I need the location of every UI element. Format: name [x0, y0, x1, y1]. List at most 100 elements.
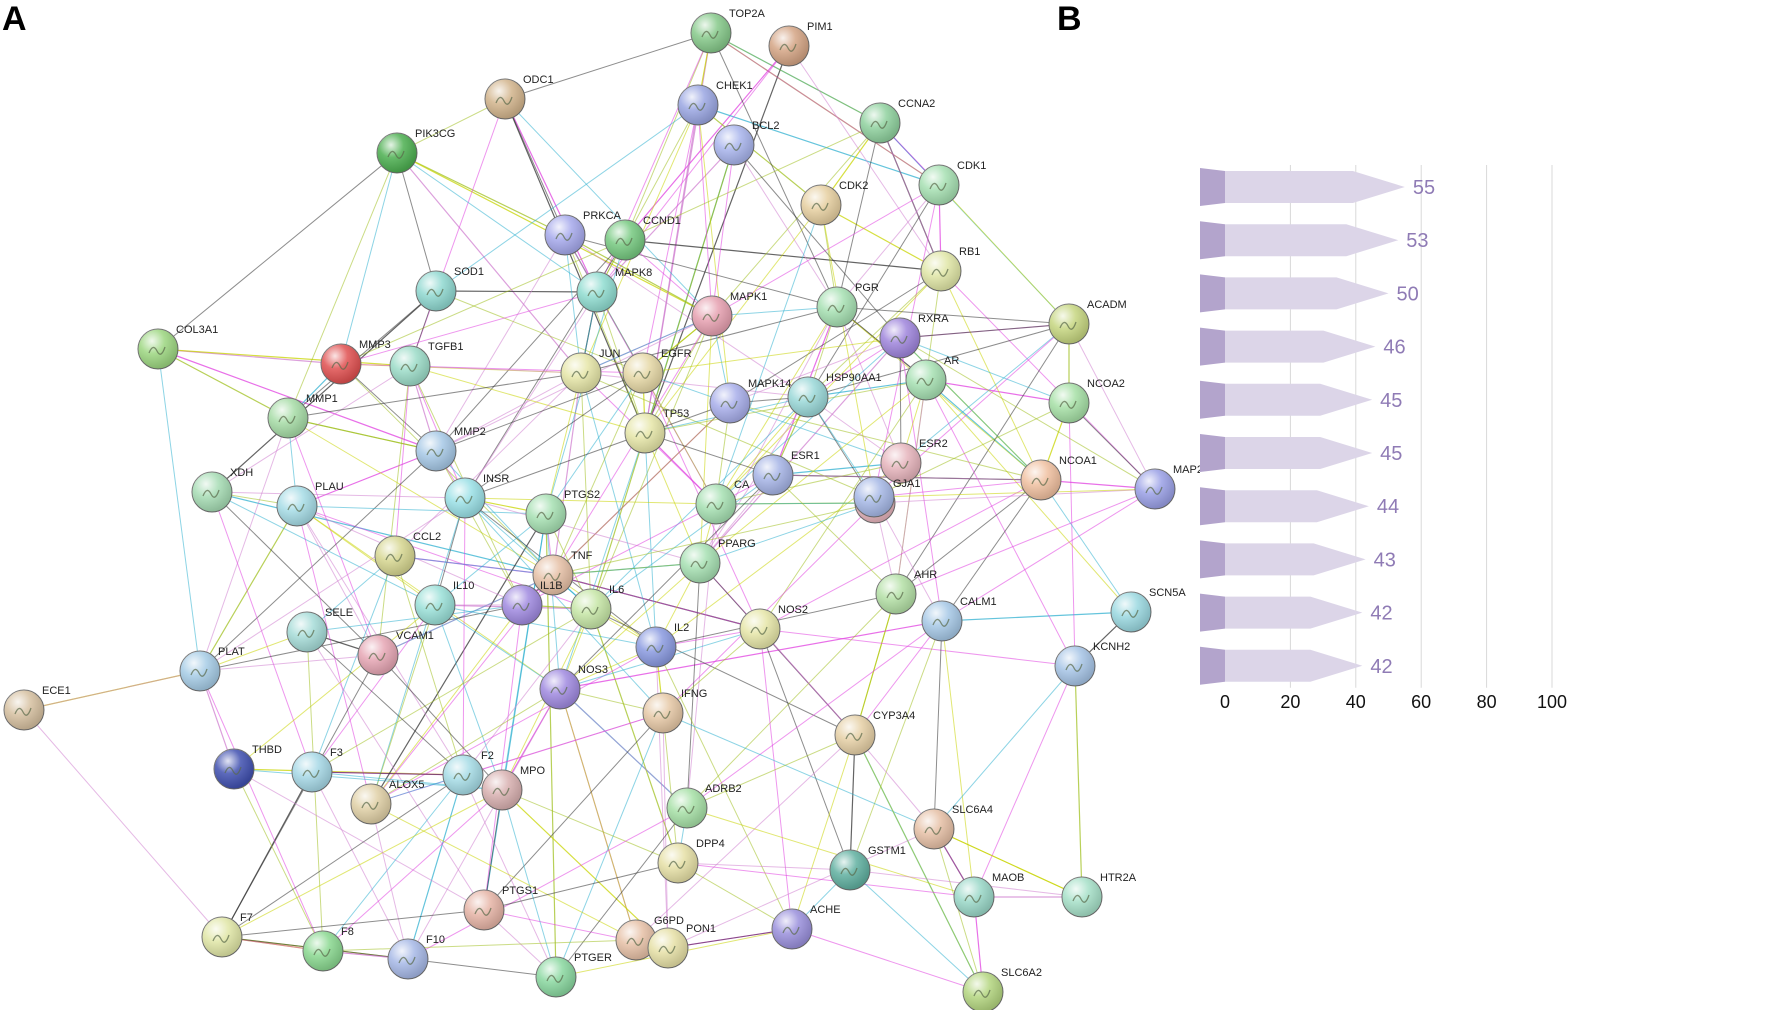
- network-edge: [596, 144, 735, 293]
- node-label: MAPK1: [730, 291, 767, 303]
- network-edge: [697, 104, 713, 317]
- node-label: F10: [426, 934, 445, 946]
- node-structure-icon: [555, 232, 573, 241]
- node-structure-icon: [512, 602, 530, 611]
- network-edge: [306, 631, 485, 911]
- value-label: 46: [1383, 337, 1405, 359]
- network-edge: [715, 204, 822, 505]
- x-tick-label: 100: [1537, 692, 1567, 712]
- node-col3a1: COL3A1: [137, 324, 218, 370]
- node-slc6a2: SLC6A2: [962, 967, 1042, 1010]
- node-esr1: ESR1: [752, 450, 820, 496]
- node-ccnd1: CCND1: [604, 215, 681, 261]
- network-edge: [938, 184, 1070, 325]
- node-label: CA: [734, 479, 750, 491]
- node-gloss: [390, 346, 430, 386]
- network-edge: [590, 474, 774, 610]
- network-edge: [710, 32, 838, 308]
- network-edge: [435, 290, 644, 374]
- node-structure-icon: [646, 644, 664, 653]
- network-edge: [1068, 402, 1076, 667]
- node-structure-icon: [891, 460, 909, 469]
- node-structure-icon: [313, 948, 331, 957]
- node-structure-icon: [148, 346, 166, 355]
- network-edge: [715, 502, 876, 505]
- node-label: TNF: [571, 550, 593, 562]
- node-structure-icon: [581, 606, 599, 615]
- node-structure-icon: [212, 934, 230, 943]
- node-label: CHEK1: [716, 80, 753, 92]
- node-label: TOP2A: [729, 8, 766, 20]
- node-structure-icon: [190, 668, 208, 677]
- node-label: MAOB: [992, 872, 1024, 884]
- node-label: PTGS1: [502, 885, 538, 897]
- node-structure-icon: [546, 974, 564, 983]
- node-gloss: [678, 85, 718, 125]
- network-edge: [791, 734, 856, 930]
- node-gloss: [860, 103, 900, 143]
- network-edge: [311, 608, 592, 773]
- node-il2: IL2: [635, 622, 689, 668]
- network-edge: [199, 604, 523, 672]
- network-edge: [820, 204, 942, 272]
- node-ifng: IFNG: [642, 688, 707, 734]
- node-casp3: CA: [695, 479, 750, 525]
- node-label: PLAU: [315, 481, 344, 493]
- node-label: EGFR: [661, 348, 692, 360]
- node-gloss: [801, 185, 841, 225]
- network-edge: [715, 462, 902, 505]
- node-gloss: [416, 271, 456, 311]
- network-edge: [233, 604, 436, 770]
- node-ahr: AHR: [875, 569, 937, 615]
- network-edge: [759, 628, 1076, 667]
- network-edge: [699, 502, 876, 564]
- node-label: IFNG: [681, 688, 707, 700]
- node-gloss: [445, 478, 485, 518]
- node-structure-icon: [615, 237, 633, 246]
- network-edge: [370, 497, 466, 805]
- node-prkca: PRKCA: [544, 210, 622, 256]
- node-label: IL2: [674, 622, 689, 634]
- node-structure-icon: [779, 43, 797, 52]
- value-label: 45: [1380, 443, 1402, 465]
- network-edge: [807, 270, 942, 398]
- node-gloss: [321, 344, 361, 384]
- bar-esr1: ESR143: [1200, 540, 1396, 579]
- network-edge: [662, 628, 761, 714]
- network-edge: [580, 306, 838, 374]
- network-edge: [464, 497, 701, 564]
- node-map2: MAP2: [1134, 464, 1200, 510]
- node-f2: F2: [442, 750, 494, 796]
- network-edge: [287, 290, 437, 419]
- network-edge: [504, 32, 712, 100]
- network-edge: [677, 862, 975, 898]
- node-gloss: [526, 494, 566, 534]
- network-edge: [409, 365, 646, 434]
- node-gloss: [138, 329, 178, 369]
- panel-label-b: B: [1057, 0, 1082, 38]
- node-gloss: [605, 220, 645, 260]
- node-structure-icon: [626, 937, 644, 946]
- node-structure-icon: [202, 489, 220, 498]
- network-edge: [644, 432, 701, 564]
- node-label: MMP2: [454, 426, 486, 438]
- node-label: NCOA1: [1059, 455, 1097, 467]
- network-edge: [435, 372, 582, 452]
- node-f7: F7: [201, 912, 253, 958]
- node-label: TGFB1: [428, 341, 463, 353]
- node-gloss: [769, 26, 809, 66]
- network-edge: [699, 337, 901, 564]
- node-structure-icon: [426, 288, 444, 297]
- network-edge: [697, 104, 940, 186]
- network-edge: [642, 372, 902, 464]
- node-gloss: [881, 443, 921, 483]
- network-edge: [933, 620, 943, 830]
- network-edge: [644, 432, 657, 648]
- network-edge: [287, 152, 398, 419]
- node-label: ODC1: [523, 74, 554, 86]
- node-rxra: RXRA: [879, 313, 949, 359]
- network-edge: [464, 497, 664, 714]
- network-edge: [624, 239, 942, 272]
- node-structure-icon: [14, 707, 32, 716]
- node-pparg: PPARG: [679, 538, 756, 584]
